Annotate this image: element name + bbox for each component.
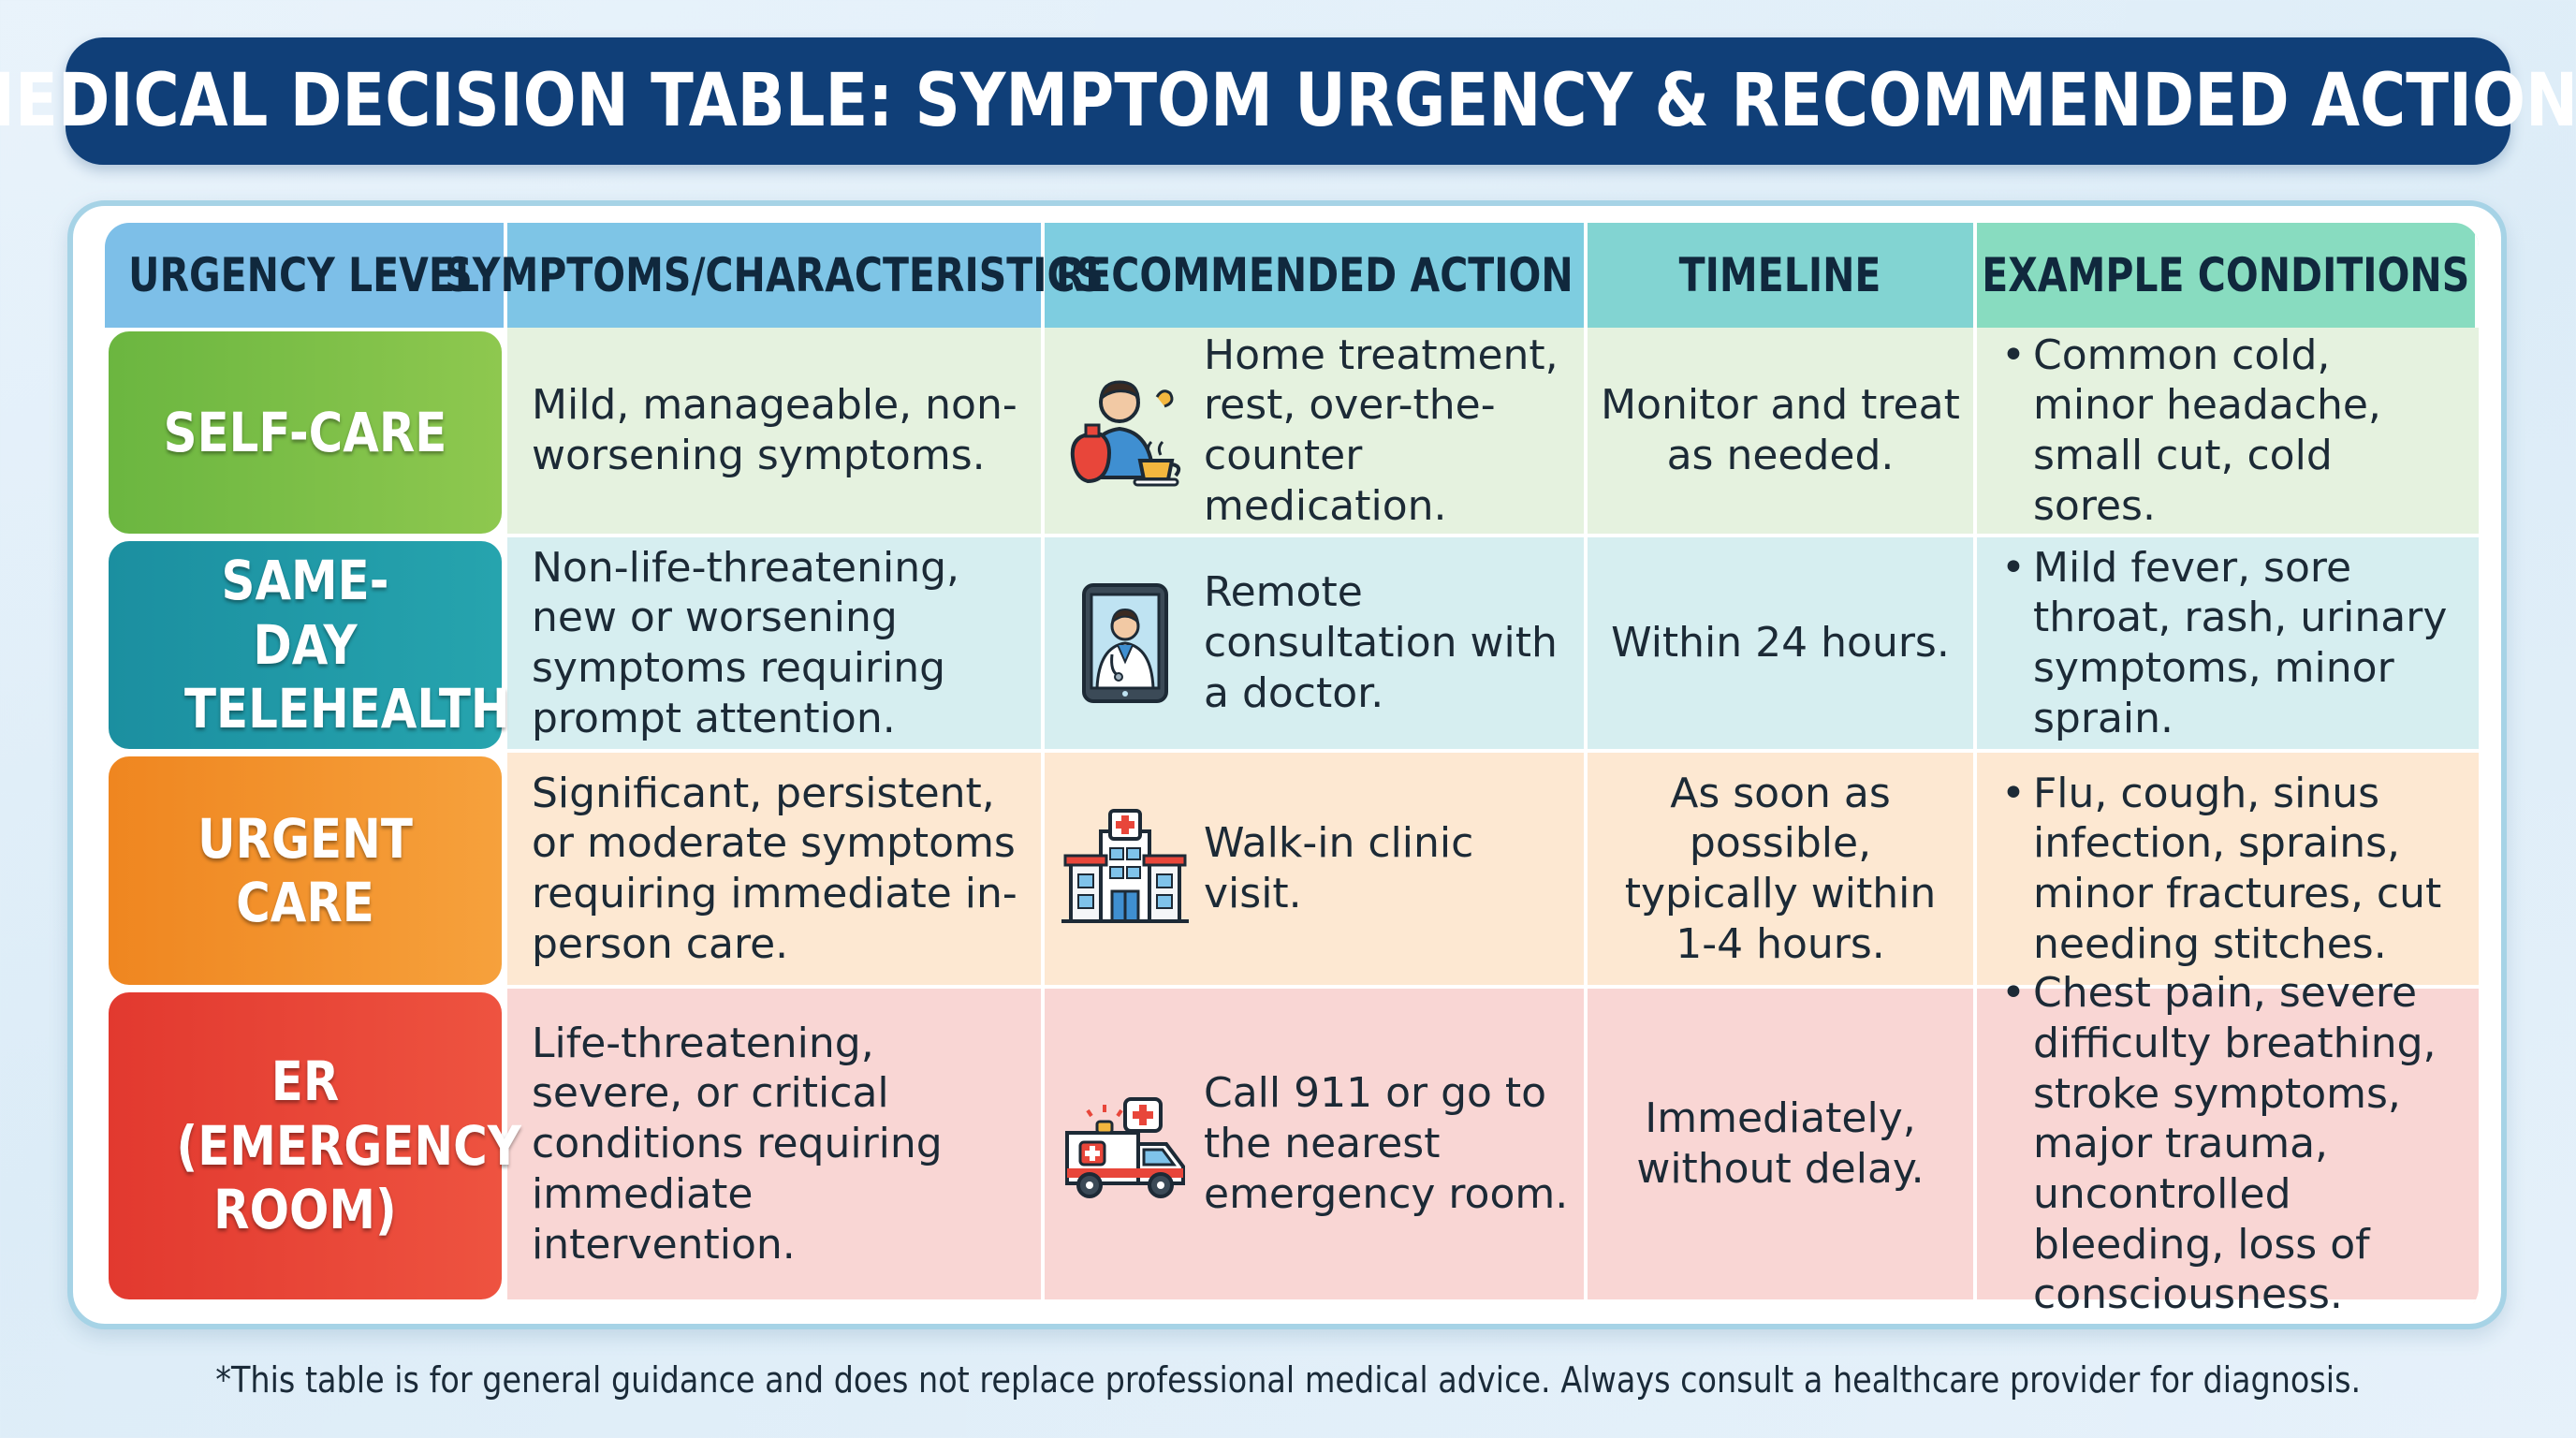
symptoms-telehealth: Non-life-threatening, new or worsening s… (507, 537, 1045, 753)
timeline-telehealth: Within 24 hours. (1588, 537, 1977, 753)
symptoms-urgent-care: Significant, persistent, or moderate sym… (507, 753, 1045, 989)
timeline-er: Immediately, without delay. (1588, 989, 1977, 1303)
level-self-care: SELF-CARE (109, 331, 502, 534)
action-er: Call 911 or go to the nearest emergency … (1045, 989, 1588, 1303)
examples-er: •Chest pain, severe difficulty breathing… (1977, 969, 2479, 1313)
page-title: MEDICAL DECISION TABLE: SYMPTOM URGENCY … (0, 59, 2576, 143)
person-with-hot-water-bottle-and-tea-icon (1060, 365, 1191, 496)
bullet-marker: • (2001, 543, 2026, 592)
bullet-marker: • (2001, 769, 2026, 817)
disclaimer-footnote: *This table is for general guidance and … (215, 1359, 2361, 1401)
examples-self-care: •Common cold, minor headache, small cut,… (1977, 328, 2479, 537)
level-same-day-telehealth: SAME-DAY TELEHEALTH (109, 541, 510, 749)
header-symptoms: SYMPTOMS/CHARACTERISTICS (445, 223, 1104, 328)
header-example-conditions: EXAMPLE CONDITIONS (1977, 223, 2479, 328)
ambulance-icon (1060, 1078, 1191, 1210)
symptoms-self-care: Mild, manageable, non-worsening symptoms… (507, 328, 1045, 537)
symptoms-er: Life-threatening, severe, or critical co… (507, 989, 1045, 1303)
decision-table: URGENCY LEVEL SYMPTOMS/CHARACTERISTICS R… (105, 223, 2479, 1313)
header-recommended-action: RECOMMENDED ACTION (1045, 223, 1588, 328)
header-timeline: TIMELINE (1588, 223, 1977, 328)
bullet-marker: • (2001, 969, 2026, 1018)
action-self-care: Home treatment, rest, over-the-counter m… (1045, 328, 1588, 537)
level-urgent-care: URGENT CARE (109, 756, 502, 985)
clinic-building-icon (1060, 803, 1191, 934)
table-frame: URGENCY LEVEL SYMPTOMS/CHARACTERISTICS R… (67, 200, 2507, 1329)
timeline-self-care: Monitor and treat as needed. (1588, 328, 1977, 537)
level-emergency-room: ER (EMERGENCY ROOM) (109, 992, 521, 1299)
bullet-marker: • (2001, 330, 2026, 379)
title-bar: MEDICAL DECISION TABLE: SYMPTOM URGENCY … (0, 37, 2576, 165)
header-urgency-level: URGENCY LEVEL (105, 223, 507, 328)
tablet-doctor-video-icon (1060, 578, 1191, 709)
examples-telehealth: •Mild fever, sore throat, rash, urinary … (1977, 537, 2479, 753)
examples-urgent-care: •Flu, cough, sinus infection, sprains, m… (1977, 753, 2479, 989)
action-urgent-care: Walk-in clinic visit. (1045, 753, 1588, 989)
action-telehealth: Remote consultation with a doctor. (1045, 537, 1588, 753)
timeline-urgent-care: As soon as possible, typically within 1-… (1588, 753, 1977, 989)
